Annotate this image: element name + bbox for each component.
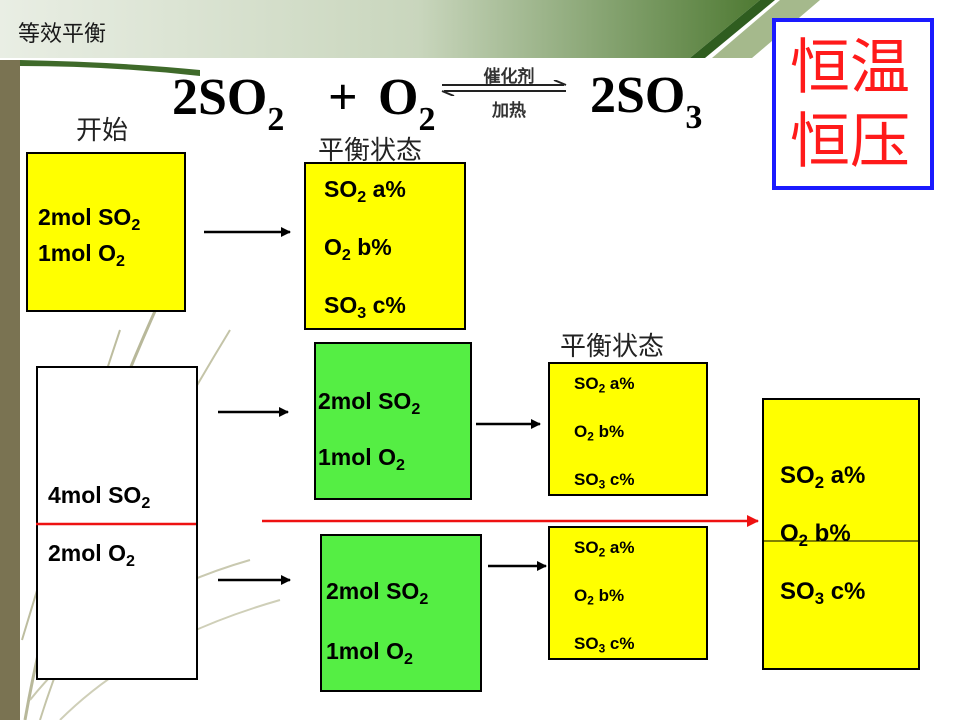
split-top-so2: 2mol SO2 xyxy=(318,388,421,418)
eq-bottom-o2: O2 b% xyxy=(574,586,625,608)
equilibrium-box: SO2 a% O2 b% SO3 c% xyxy=(304,162,466,330)
merged-so3: SO3 c% xyxy=(780,578,866,609)
split-top-o2: 1mol O2 xyxy=(318,444,405,474)
reversible-arrow-icon xyxy=(441,80,567,96)
split-box-bottom: 2mol SO2 1mol O2 xyxy=(320,534,482,692)
eq-bottom-so2: SO2 a% xyxy=(574,538,635,560)
catalyst-label: 催化剂 xyxy=(483,67,535,87)
split-box-top: 2mol SO2 1mol O2 xyxy=(314,342,472,500)
reactant-so2: 2SO2 xyxy=(172,69,285,138)
plus-sign: + xyxy=(328,69,358,126)
conditions-box: 恒温 恒压 xyxy=(772,18,934,190)
eq-box-bottom: SO2 a% O2 b% SO3 c% xyxy=(548,526,708,660)
start-so2: 2mol SO2 xyxy=(38,204,141,234)
start-box: 2mol SO2 1mol O2 xyxy=(26,152,186,312)
double-o2: 2mol O2 xyxy=(48,540,135,570)
split-bottom-o2: 1mol O2 xyxy=(326,638,413,668)
product-so3: 2SO3 xyxy=(590,67,703,136)
slide-title: 等效平衡 xyxy=(18,22,107,47)
eq-so2: SO2 a% xyxy=(324,176,406,206)
eq-top-so3: SO3 c% xyxy=(574,470,635,492)
left-side-band xyxy=(0,60,20,720)
eq-box-top: SO2 a% O2 b% SO3 c% xyxy=(548,362,708,496)
double-so2: 4mol SO2 xyxy=(48,482,151,512)
constant-temperature-label: 恒温 xyxy=(790,33,910,103)
eq-o2: O2 b% xyxy=(324,234,392,264)
heating-label: 加热 xyxy=(492,101,526,121)
eq-top-so2: SO2 a% xyxy=(574,374,635,396)
eq-bottom-so3: SO3 c% xyxy=(574,634,635,656)
eq-top-o2: O2 b% xyxy=(574,422,625,444)
start-o2: 1mol O2 xyxy=(38,240,125,270)
merged-equilibrium-box: SO2 a% O2 b% SO3 c% xyxy=(762,398,920,670)
equilibrium-label-2: 平衡状态 xyxy=(560,332,665,362)
eq-so3: SO3 c% xyxy=(324,292,406,322)
equilibrium-label-1: 平衡状态 xyxy=(318,136,423,166)
start-label: 开始 xyxy=(76,116,129,146)
reactant-o2: O2 xyxy=(378,69,436,138)
split-bottom-so2: 2mol SO2 xyxy=(326,578,429,608)
constant-pressure-label: 恒压 xyxy=(790,107,910,177)
merged-so2: SO2 a% xyxy=(780,462,866,493)
